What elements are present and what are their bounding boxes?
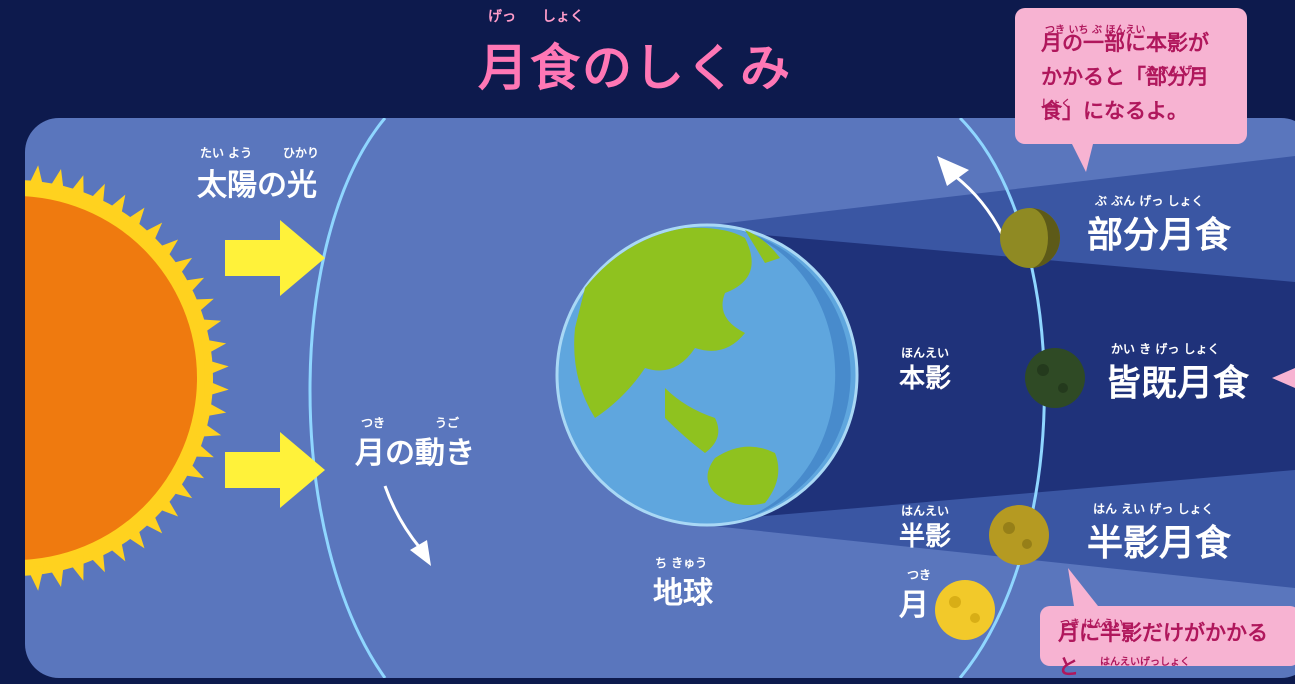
callout-tail-partial	[1070, 140, 1094, 172]
total-eclipse-ruby: かい き げっ しょく	[1111, 342, 1220, 356]
moon-label: 月	[899, 588, 929, 623]
callout-tail-penumbral	[1068, 568, 1098, 606]
orbit-left	[308, 118, 387, 678]
sun-ray	[139, 509, 163, 534]
partial-eclipse-label: 部分月食	[1087, 215, 1232, 256]
sun-ray	[195, 420, 222, 438]
diagram-panel: たい よう ひかり 太陽の光 つき うご 月の動き ち きゅう 地球 ほんえい …	[25, 118, 1295, 678]
callout-partial-ruby-2: ぶ ぶん げっ	[1145, 66, 1202, 77]
callout-penumbral-ruby-1: つき はんえい	[1060, 619, 1124, 630]
total-eclipse-label: 皆既月食	[1105, 363, 1250, 404]
partial-eclipse-ruby: ぶ ぶん げっ しょく	[1095, 194, 1204, 208]
earth	[555, 223, 859, 527]
sun-ray	[123, 523, 145, 549]
callout-partial-line3: 食」になるよ。	[1041, 99, 1188, 123]
sun	[25, 165, 229, 591]
sun-ray	[178, 459, 205, 479]
sun-ray	[86, 546, 105, 573]
sun-ray	[47, 561, 65, 587]
sunlight-arrow-upper	[225, 220, 325, 296]
moon-motion-arrow	[383, 485, 422, 549]
sun-ray	[67, 555, 84, 581]
sunlight-ruby-1: たい よう	[200, 146, 253, 160]
penumbra-label: 半影	[899, 522, 952, 552]
callout-partial-ruby-1: つき いち ぶ ほんえい	[1045, 25, 1146, 36]
moon-ruby: つき	[907, 568, 932, 582]
callout-partial-line2: かかると「部分月	[1041, 65, 1209, 89]
moon-partial-eclipse	[1000, 208, 1060, 268]
sun-ray	[27, 565, 45, 591]
sunlight-arrow-lower	[225, 432, 325, 508]
moon-motion-ruby-2: うご	[435, 416, 460, 430]
moon-motion-ruby-1: つき	[361, 416, 386, 430]
sun-ray	[188, 298, 214, 316]
penumbral-eclipse-label: 半影月食	[1087, 523, 1232, 564]
moon-motion-label: 月の動き	[355, 436, 475, 471]
moon-penumbral-eclipse	[989, 505, 1049, 565]
moon-normal	[935, 580, 995, 640]
earth-ruby: ち きゅう	[655, 556, 708, 570]
earth-label: 地球	[653, 576, 713, 611]
sun-ray	[188, 440, 214, 458]
sunlight-ruby-2: ひかり	[283, 146, 320, 160]
sun-ray	[67, 175, 84, 201]
orbit-arrow-top	[954, 174, 1004, 235]
callout-partial-eclipse: つき いち ぶ ほんえい 月の一部に本影が ぶ ぶん げっ かかると「部分月 し…	[1015, 8, 1247, 144]
sunlight-label: 太陽の光	[197, 168, 317, 203]
umbra-label: 本影	[899, 364, 952, 394]
sun-ray	[167, 477, 193, 499]
sun-ray	[27, 165, 45, 191]
sun-ray	[204, 359, 229, 377]
callout-partial-ruby-3: しょく	[1041, 99, 1071, 110]
sun-ray	[167, 257, 193, 279]
callout-partial-line1: 月の一部に本影が	[1041, 31, 1209, 55]
sun-ray	[105, 194, 126, 220]
sun-ray	[204, 379, 229, 397]
sun-ray	[139, 222, 163, 247]
callout-tail-total	[1272, 368, 1295, 388]
title-ruby-getsu: げっ	[488, 9, 516, 25]
title-ruby-shoku: しょく	[542, 9, 584, 25]
sun-ray	[200, 400, 227, 418]
callout-penumbral-ruby-2: はんえいげっしょく	[1100, 657, 1190, 668]
sun-ray	[123, 207, 145, 233]
sun-ray	[154, 494, 179, 517]
penumbral-eclipse-ruby: はん えい げっ しょく	[1093, 502, 1214, 516]
moon-total-eclipse	[1025, 348, 1085, 408]
title-area: げっ しょく 月食のしくみ	[0, 0, 1295, 110]
lunar-eclipse-diagram	[25, 118, 1295, 678]
moon-motion-arrowhead	[410, 540, 431, 566]
sun-rays	[27, 165, 229, 591]
sun-ray	[86, 183, 105, 210]
umbra-ruby: ほんえい	[901, 346, 950, 360]
page-title: 月食のしくみ	[478, 39, 792, 97]
orbit-arrowhead-top	[937, 156, 969, 186]
penumbra-ruby: はんえい	[901, 504, 950, 518]
sun-ray	[195, 318, 222, 336]
sun-ray	[47, 169, 65, 195]
sun-ray	[154, 239, 179, 262]
sun-ray	[105, 536, 126, 562]
callout-penumbral-eclipse: つき はんえい 月に半影だけがかかると はんえいげっしょく	[1040, 606, 1295, 679]
sun-ray	[178, 277, 205, 297]
sun-ray	[200, 338, 227, 356]
